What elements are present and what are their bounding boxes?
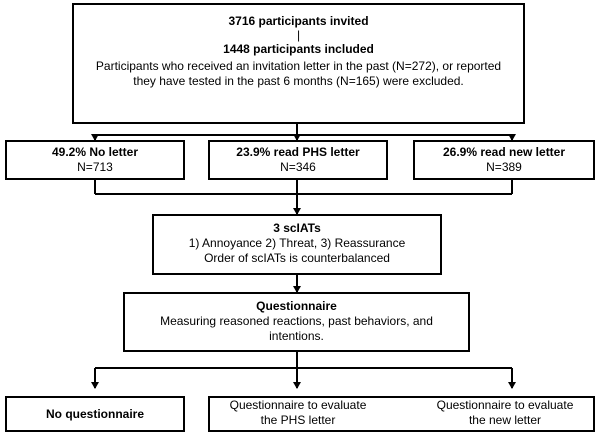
box-no-questionnaire: No questionnaire [5, 396, 185, 432]
outcome-new-line1: Questionnaire to evaluate [436, 398, 574, 412]
box-questionnaire: Questionnaire Measuring reasoned reactio… [123, 292, 470, 352]
divider-bar: | [296, 28, 301, 42]
box-no-letter: 49.2% No letter N=713 [5, 140, 185, 180]
sciats-line2: Order of scIATs is counterbalanced [204, 251, 390, 265]
excluded-text-line2: they have tested in the past 6 months (N… [133, 74, 464, 88]
outcome-phs: Questionnaire to evaluate the PHS letter [218, 398, 378, 428]
questionnaire-title: Questionnaire [256, 299, 337, 313]
questionnaire-line1: Measuring reasoned reactions, past behav… [160, 314, 433, 328]
excluded-text-line1: Participants who received an invitation … [95, 59, 502, 73]
box-phs-letter: 23.9% read PHS letter N=346 [208, 140, 388, 180]
box-participants: 3716 participants invited | 1448 partici… [72, 3, 525, 124]
group-n-no-letter: N=713 [77, 160, 113, 174]
outcome-phs-line1: Questionnaire to evaluate [229, 398, 367, 412]
invited-count: 3716 participants invited [228, 14, 369, 28]
group-title-phs-letter: 23.9% read PHS letter [236, 145, 360, 159]
included-count: 1448 participants included [223, 42, 374, 56]
outcome-phs-line2: the PHS letter [260, 413, 336, 427]
outcome-new: Questionnaire to evaluate the new letter [424, 398, 586, 428]
group-title-new-letter: 26.9% read new letter [442, 145, 566, 159]
group-n-phs-letter: N=346 [280, 160, 316, 174]
box-evaluate-letters [208, 396, 595, 432]
group-title-no-letter: 49.2% No letter [51, 145, 139, 159]
box-new-letter: 26.9% read new letter N=389 [413, 140, 595, 180]
group-n-new-letter: N=389 [486, 160, 522, 174]
no-questionnaire-label: No questionnaire [45, 407, 144, 421]
questionnaire-line2: intentions. [269, 329, 324, 343]
outcome-new-line2: the new letter [468, 413, 542, 427]
sciats-line1: 1) Annoyance 2) Threat, 3) Reassurance [188, 236, 406, 250]
sciats-title: 3 scIATs [273, 221, 321, 235]
box-sciats: 3 scIATs 1) Annoyance 2) Threat, 3) Reas… [152, 214, 442, 275]
